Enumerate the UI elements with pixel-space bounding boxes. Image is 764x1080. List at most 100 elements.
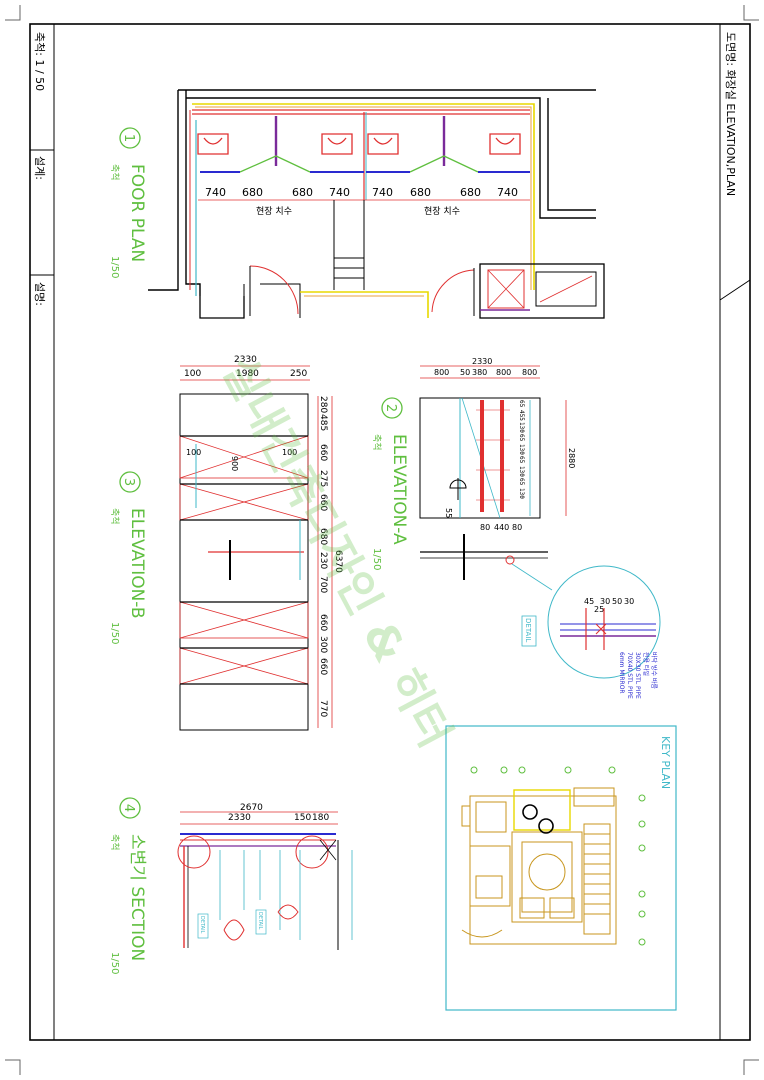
svg-text:280: 280 xyxy=(318,396,328,413)
svg-text:65: 65 xyxy=(518,434,525,442)
svg-text:130: 130 xyxy=(518,422,525,433)
svg-text:660: 660 xyxy=(318,614,328,631)
dim-680: 680 xyxy=(460,186,481,199)
crop-marks xyxy=(5,5,759,1075)
site-dimension-note: 현장 치수 xyxy=(256,205,292,217)
svg-text:DETAIL: DETAIL xyxy=(199,916,205,934)
svg-text:55: 55 xyxy=(444,508,453,518)
svg-text:660: 660 xyxy=(318,494,328,511)
view-label-floor-plan: 1 FOOR PLAN 축척 1/50 xyxy=(109,127,147,278)
svg-text:130: 130 xyxy=(518,488,525,499)
svg-text:700: 700 xyxy=(318,576,328,593)
svg-text:2: 2 xyxy=(383,404,398,412)
svg-text:30X30 STL PIPE: 30X30 STL PIPE xyxy=(634,652,641,699)
svg-text:660: 660 xyxy=(318,444,328,461)
svg-text:축척: 축척 xyxy=(109,164,120,181)
svg-text:6370: 6370 xyxy=(333,550,343,573)
svg-text:230: 230 xyxy=(318,552,328,569)
svg-text:250: 250 xyxy=(290,369,307,379)
svg-text:45: 45 xyxy=(584,597,594,606)
dim-680: 680 xyxy=(242,186,263,199)
svg-text:2330: 2330 xyxy=(228,813,251,823)
description-text: 설명: xyxy=(33,282,46,306)
svg-text:100: 100 xyxy=(184,369,201,379)
detail-callout: 45 25 30 50 30 DETAIL 바닥 방수 바름 전용 타일 30X… xyxy=(511,563,661,699)
svg-text:2880: 2880 xyxy=(567,448,576,468)
svg-text:65: 65 xyxy=(518,478,525,486)
svg-text:900: 900 xyxy=(230,456,239,471)
view-title: ELEVATION-B xyxy=(127,508,147,619)
scale-text: 축척: 1 / 50 xyxy=(33,32,46,91)
svg-text:50: 50 xyxy=(460,368,470,377)
svg-text:455: 455 xyxy=(518,410,525,421)
svg-text:30: 30 xyxy=(600,597,610,606)
dim-740: 740 xyxy=(329,186,350,199)
svg-text:1/50: 1/50 xyxy=(109,622,120,644)
svg-text:100: 100 xyxy=(282,448,297,457)
svg-text:25: 25 xyxy=(594,605,604,614)
svg-text:65: 65 xyxy=(518,400,525,408)
view-label-section: 4 소변기 SECTION 축척 1/50 xyxy=(109,797,147,974)
svg-text:80: 80 xyxy=(512,523,522,532)
dim-740: 740 xyxy=(372,186,393,199)
svg-text:3: 3 xyxy=(121,478,136,486)
view-title: FOOR PLAN xyxy=(127,164,147,262)
svg-text:1/50: 1/50 xyxy=(109,256,120,278)
svg-text:2670: 2670 xyxy=(240,803,263,813)
svg-text:1/50: 1/50 xyxy=(109,952,120,974)
svg-text:180: 180 xyxy=(312,813,329,823)
key-plan-title: KEY PLAN xyxy=(659,736,672,789)
svg-text:770: 770 xyxy=(318,700,328,717)
svg-text:680: 680 xyxy=(318,528,328,545)
svg-text:65: 65 xyxy=(518,456,525,464)
svg-text:300: 300 xyxy=(318,636,328,653)
key-plan: KEY PLAN xyxy=(445,725,677,1011)
svg-text:70X40 STL PIPE: 70X40 STL PIPE xyxy=(626,652,633,699)
dim-740: 740 xyxy=(205,186,226,199)
urinal-section: 2670 2330 150 180 DETAIL DETAIL xyxy=(177,803,353,950)
svg-text:전용 타일: 전용 타일 xyxy=(642,652,650,676)
svg-text:130: 130 xyxy=(518,466,525,477)
svg-text:50: 50 xyxy=(612,597,622,606)
svg-text:150: 150 xyxy=(294,813,311,823)
urinal-icon xyxy=(197,133,521,155)
overall-dim: 2330 xyxy=(234,355,257,365)
sheet-name: 도면명: 화장실 ELEVATION,PLAN xyxy=(724,32,737,196)
svg-text:660: 660 xyxy=(318,658,328,675)
svg-text:80: 80 xyxy=(480,523,490,532)
svg-text:800: 800 xyxy=(522,368,537,377)
site-dimension-note: 현장 치수 xyxy=(424,205,460,217)
view-label-elevation-a: 2 ELEVATION-A 축척 1/50 xyxy=(371,397,409,570)
svg-text:6mm MIRROR: 6mm MIRROR xyxy=(618,652,625,694)
svg-text:130: 130 xyxy=(518,444,525,455)
svg-text:440: 440 xyxy=(494,523,509,532)
svg-text:4: 4 xyxy=(121,804,136,812)
svg-text:축척: 축척 xyxy=(109,508,120,525)
svg-text:275: 275 xyxy=(318,470,328,487)
svg-text:1: 1 xyxy=(121,134,136,142)
svg-text:380: 380 xyxy=(472,368,487,377)
svg-text:DETAIL: DETAIL xyxy=(257,912,263,930)
dim-740: 740 xyxy=(497,186,518,199)
svg-text:축척: 축척 xyxy=(371,434,382,451)
svg-text:DETAIL: DETAIL xyxy=(524,618,532,642)
svg-text:30: 30 xyxy=(624,597,634,606)
elevation-b: 2330 100 1980 250 100 100 900 xyxy=(179,355,343,731)
elevation-a: 2330 800 50 380 800 800 65 455 130 65 13… xyxy=(419,357,576,580)
view-title: ELEVATION-A xyxy=(389,434,409,545)
floor-plan: 740 680 680 740 740 680 680 740 현장 치수 현장… xyxy=(148,89,605,319)
view-title: 소변기 SECTION xyxy=(127,834,147,961)
svg-text:바닥 방수 바름: 바닥 방수 바름 xyxy=(650,652,658,689)
svg-text:축척: 축척 xyxy=(109,834,120,851)
svg-text:1/50: 1/50 xyxy=(371,548,382,570)
view-label-elevation-b: 3 ELEVATION-B 축척 1/50 xyxy=(109,471,147,644)
svg-text:2330: 2330 xyxy=(472,357,492,366)
svg-text:800: 800 xyxy=(496,368,511,377)
svg-text:100: 100 xyxy=(186,448,201,457)
dim-680: 680 xyxy=(410,186,431,199)
svg-text:800: 800 xyxy=(434,368,449,377)
dim-680: 680 xyxy=(292,186,313,199)
design-text: 설계: xyxy=(33,156,46,180)
sheet-border xyxy=(29,23,751,1041)
